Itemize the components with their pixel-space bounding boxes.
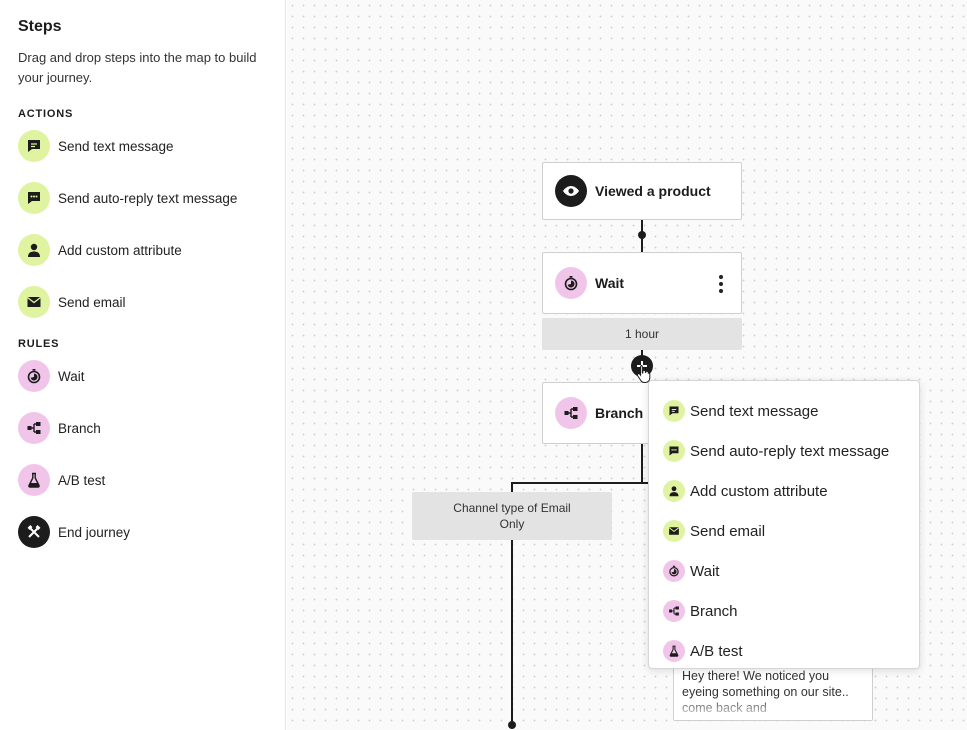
auto-reply-chat-icon <box>663 440 685 462</box>
envelope-icon <box>663 520 685 542</box>
message-preview-card[interactable]: Hey there! We noticed you eyeing somethi… <box>673 661 873 721</box>
branch-condition-label: Channel type of Email Only <box>412 492 612 540</box>
person-icon <box>18 234 50 266</box>
hand-pointer-icon <box>636 365 651 383</box>
menu-item-label: Send email <box>690 522 766 540</box>
menu-item-label: Branch <box>690 602 738 620</box>
stopwatch-icon <box>663 560 685 582</box>
menu-item-label: Send text message <box>690 402 819 420</box>
sidebar-item-send-email[interactable]: Send email <box>18 286 267 318</box>
trigger-node-viewed-product[interactable]: Viewed a product <box>542 162 742 220</box>
menu-item-send-email[interactable]: Send email <box>649 511 919 551</box>
menu-item-wait[interactable]: Wait <box>649 551 919 591</box>
add-step-menu: Send text message Send auto-reply text m… <box>648 380 920 669</box>
sidebar-item-ab-test[interactable]: A/B test <box>18 464 267 496</box>
menu-item-send-text-message[interactable]: Send text message <box>649 391 919 431</box>
sidebar-item-wait[interactable]: Wait <box>18 360 267 392</box>
wait-duration-label: 1 hour <box>542 318 742 350</box>
flask-icon <box>18 464 50 496</box>
menu-item-branch[interactable]: Branch <box>649 591 919 631</box>
sidebar-item-label: Send auto-reply text message <box>58 190 238 206</box>
chat-bubble-icon <box>18 130 50 162</box>
eye-icon <box>555 175 587 207</box>
connector-dot <box>508 721 516 729</box>
node-label: Viewed a product <box>595 183 711 199</box>
sidebar-item-end-journey[interactable]: End journey <box>18 516 267 548</box>
sidebar-item-label: End journey <box>58 524 131 540</box>
menu-item-label: A/B test <box>690 642 743 660</box>
menu-item-ab-test[interactable]: A/B test <box>649 631 919 671</box>
sidebar-item-branch[interactable]: Branch <box>18 412 267 444</box>
more-options-icon[interactable] <box>719 275 723 293</box>
node-label: Wait <box>595 275 625 291</box>
menu-item-label: Send auto-reply text message <box>690 442 890 460</box>
menu-item-label: Wait <box>690 562 720 580</box>
sidebar-item-label: Branch <box>58 420 101 436</box>
sidebar-item-add-custom-attribute[interactable]: Add custom attribute <box>18 234 267 266</box>
node-label: Branch <box>595 405 644 421</box>
envelope-icon <box>18 286 50 318</box>
connector-line <box>511 482 651 484</box>
sidebar-item-send-text-message[interactable]: Send text message <box>18 130 267 162</box>
connector-line <box>641 443 643 483</box>
menu-item-add-custom-attribute[interactable]: Add custom attribute <box>649 471 919 511</box>
person-icon <box>663 480 685 502</box>
branch-icon <box>18 412 50 444</box>
sidebar-item-label: Add custom attribute <box>58 242 182 258</box>
sidebar-item-send-auto-reply[interactable]: Send auto-reply text message <box>18 182 267 214</box>
flask-icon <box>663 640 685 662</box>
rules-heading: RULES <box>18 338 60 350</box>
branch-icon <box>555 397 587 429</box>
connector-dot <box>638 231 646 239</box>
sidebar-title: Steps <box>18 18 62 35</box>
actions-heading: ACTIONS <box>18 108 74 120</box>
sidebar-item-label: Send text message <box>58 138 174 154</box>
sidebar-item-label: A/B test <box>58 472 106 488</box>
branch-icon <box>663 600 685 622</box>
menu-item-send-auto-reply[interactable]: Send auto-reply text message <box>649 431 919 471</box>
sidebar-description: Drag and drop steps into the map to buil… <box>18 50 257 85</box>
stopwatch-icon <box>555 267 587 299</box>
stopwatch-icon <box>18 360 50 392</box>
connector-line <box>511 482 513 724</box>
steps-sidebar: Steps Drag and drop steps into the map t… <box>0 0 286 730</box>
end-journey-icon <box>18 516 50 548</box>
sidebar-item-label: Send email <box>58 294 126 310</box>
wait-node[interactable]: Wait <box>542 252 742 314</box>
chat-bubble-icon <box>663 400 685 422</box>
sidebar-item-label: Wait <box>58 368 85 384</box>
menu-item-label: Add custom attribute <box>690 482 828 500</box>
auto-reply-chat-icon <box>18 182 50 214</box>
